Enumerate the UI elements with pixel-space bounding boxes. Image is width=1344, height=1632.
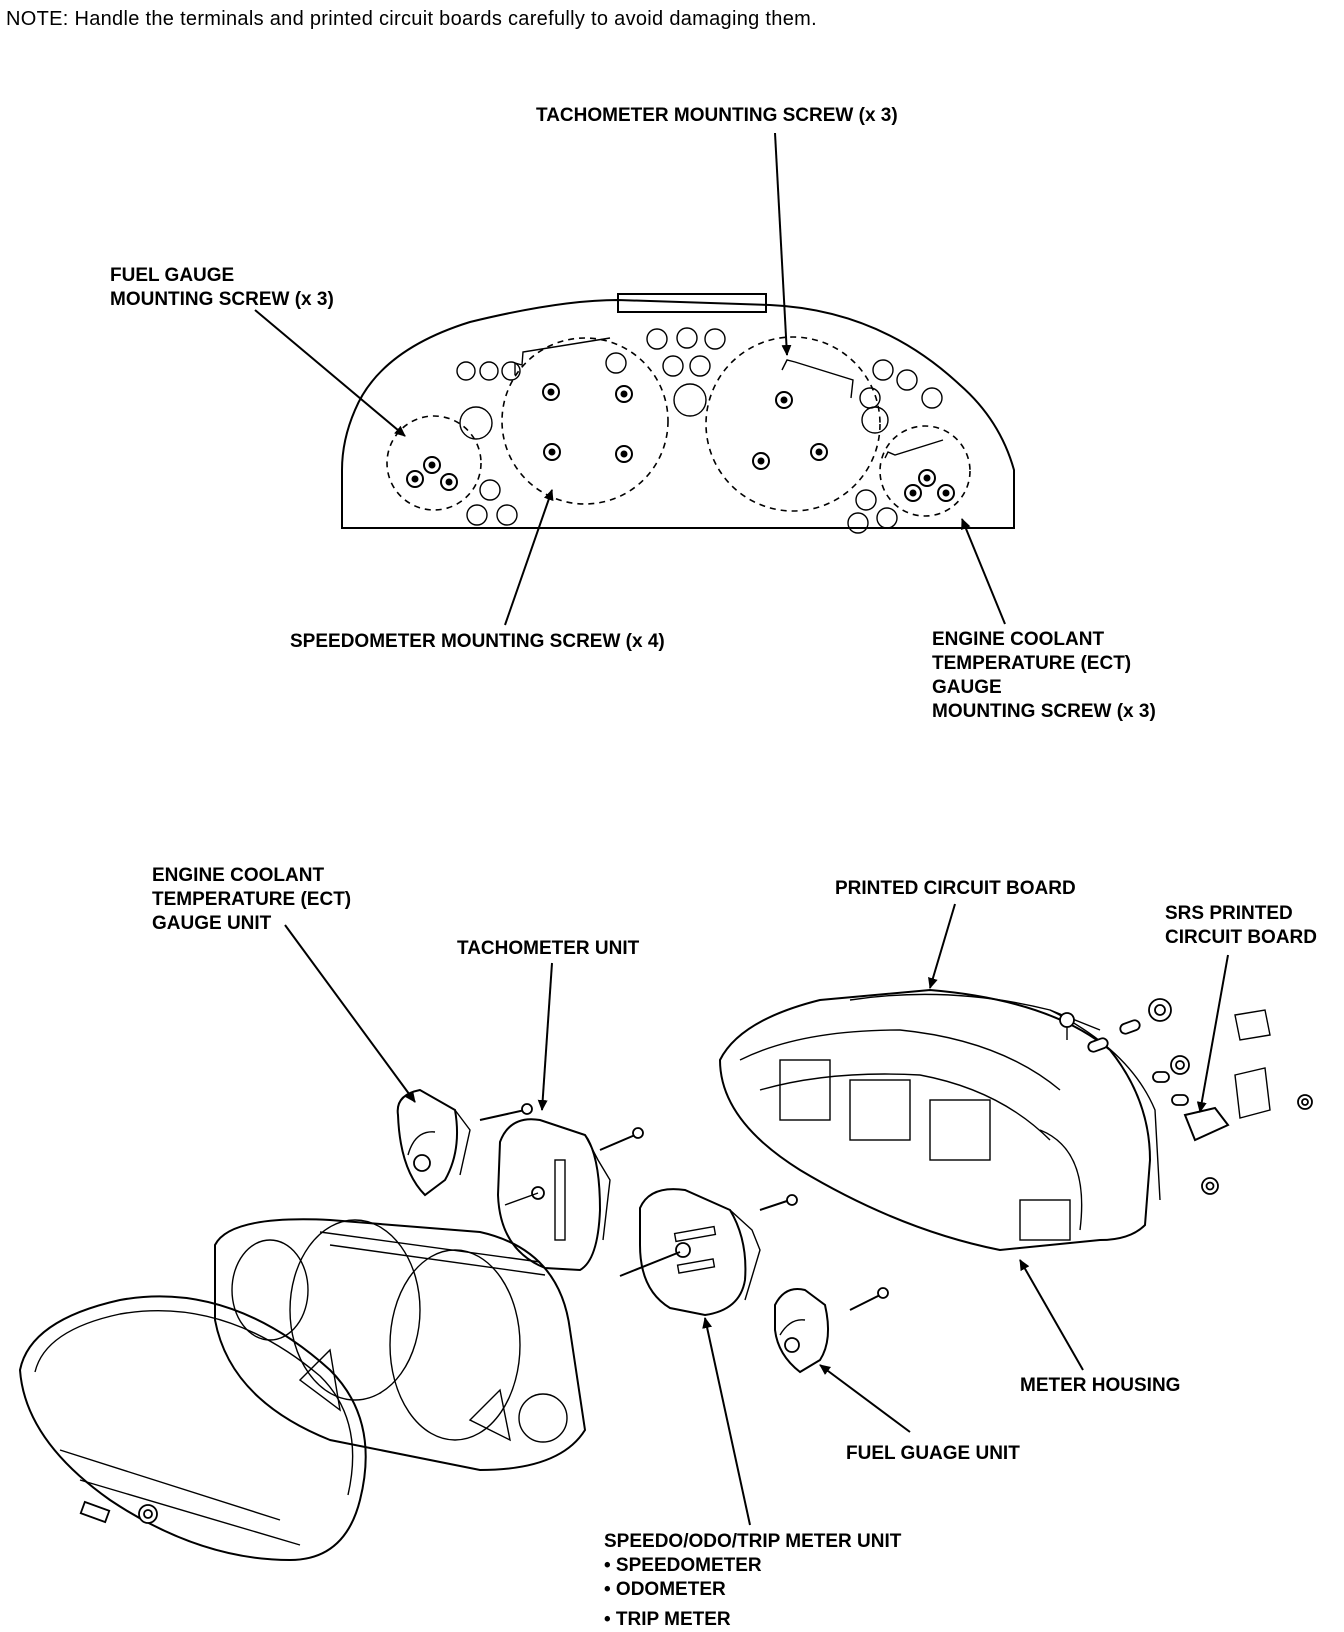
label-line: SRS PRINTED	[1165, 903, 1293, 924]
ect-gauge-screw-label: ENGINE COOLANT TEMPERATURE (ECT) GAUGE M…	[932, 628, 1156, 724]
speedometer-screw-label: SPEEDOMETER MOUNTING SCREW (x 4)	[290, 631, 665, 652]
srs-pcb-leader	[1196, 954, 1229, 1113]
tachometer-unit-label: TACHOMETER UNIT	[457, 938, 640, 959]
meter-housing-label: METER HOUSING	[1020, 1375, 1181, 1396]
pcb-label: PRINTED CIRCUIT BOARD	[835, 878, 1076, 899]
tachometer-unit-leader	[537, 962, 553, 1111]
note-text: NOTE: Handle the terminals and printed c…	[6, 8, 817, 30]
meter-housing	[718, 988, 1152, 1252]
indicator-holes	[456, 327, 943, 534]
ect-gauge-unit-leader	[284, 924, 416, 1103]
srs-printed-circuit-board	[1183, 1009, 1271, 1142]
tachometer-screw-leader	[774, 132, 792, 356]
ect-gauge-unit-label: ENGINE COOLANT TEMPERATURE (ECT) GAUGE U…	[152, 864, 351, 936]
screw	[543, 443, 561, 461]
speedometer-screw-leader	[504, 489, 554, 626]
label-title: SPEEDO/ODO/TRIP METER UNIT	[604, 1531, 902, 1552]
mounting-screws	[406, 383, 955, 502]
fuel-gauge-screw-label: FUEL GAUGE MOUNTING SCREW (x 3)	[110, 264, 334, 312]
instrument-panel-rear-view	[254, 132, 1015, 626]
label-line: ENGINE COOLANT	[932, 629, 1105, 650]
speedo-unit-label: SPEEDO/ODO/TRIP METER UNIT • SPEEDOMETER…	[604, 1530, 901, 1632]
panel-top-tab	[617, 293, 767, 313]
screw	[542, 383, 560, 401]
screw	[810, 443, 828, 461]
screw	[423, 456, 441, 474]
screw	[775, 391, 793, 409]
speedo-contact-trace	[514, 337, 611, 375]
screw	[615, 445, 633, 463]
tachometer-screw-label: TACHOMETER MOUNTING SCREW (x 3)	[536, 105, 898, 126]
speedometer-outline	[501, 337, 669, 505]
screw	[904, 484, 922, 502]
label-line: MOUNTING SCREW (x 3)	[932, 701, 1156, 722]
label-line: CIRCUIT BOARD	[1165, 927, 1317, 948]
screw	[440, 473, 458, 491]
label-line: GAUGE	[932, 677, 1002, 698]
lens-bezel	[18, 1295, 367, 1562]
speedo-odo-trip-unit	[619, 1188, 798, 1317]
label-item: • ODOMETER	[604, 1579, 726, 1600]
label-item: • SPEEDOMETER	[604, 1555, 762, 1576]
meter-housing-leader	[1019, 1259, 1084, 1371]
meter-visor	[214, 1218, 587, 1472]
ect-gauge-unit	[396, 1088, 471, 1197]
label-line: TEMPERATURE (ECT)	[152, 889, 352, 910]
panel-outline	[341, 298, 1015, 529]
printed-circuit-board	[849, 993, 1161, 1201]
fuel-gauge-unit-leader	[819, 1364, 911, 1433]
pcb-leader	[928, 903, 956, 989]
screw	[918, 469, 936, 487]
label-line: TEMPERATURE (ECT)	[932, 653, 1132, 674]
screw	[406, 470, 424, 488]
screw	[937, 484, 955, 502]
fuel-gauge-unit	[774, 1287, 889, 1374]
screw	[752, 452, 770, 470]
fuel-gauge-screw-leader	[254, 309, 406, 437]
tachometer-outline	[705, 336, 881, 512]
label-line: ENGINE COOLANT	[152, 865, 325, 886]
label-line: FUEL GAUGE	[110, 265, 235, 286]
screw	[615, 385, 633, 403]
tacho-contact-trace	[781, 359, 854, 399]
tachometer-unit	[479, 1103, 644, 1272]
bulbs-and-sockets	[1059, 998, 1313, 1195]
fuel-gauge-unit-label: FUEL GUAGE UNIT	[846, 1443, 1020, 1464]
label-line: GAUGE UNIT	[152, 913, 272, 934]
label-line: MOUNTING SCREW (x 3)	[110, 289, 334, 310]
ect-gauge-outline	[879, 425, 971, 517]
ect-contact-trace	[884, 439, 944, 459]
srs-pcb-label: SRS PRINTED CIRCUIT BOARD	[1165, 902, 1317, 950]
fuel-gauge-outline	[386, 415, 482, 511]
label-item: • TRIP METER	[604, 1609, 731, 1630]
ect-gauge-screw-leader	[961, 518, 1006, 625]
speedo-unit-leader	[702, 1317, 751, 1526]
